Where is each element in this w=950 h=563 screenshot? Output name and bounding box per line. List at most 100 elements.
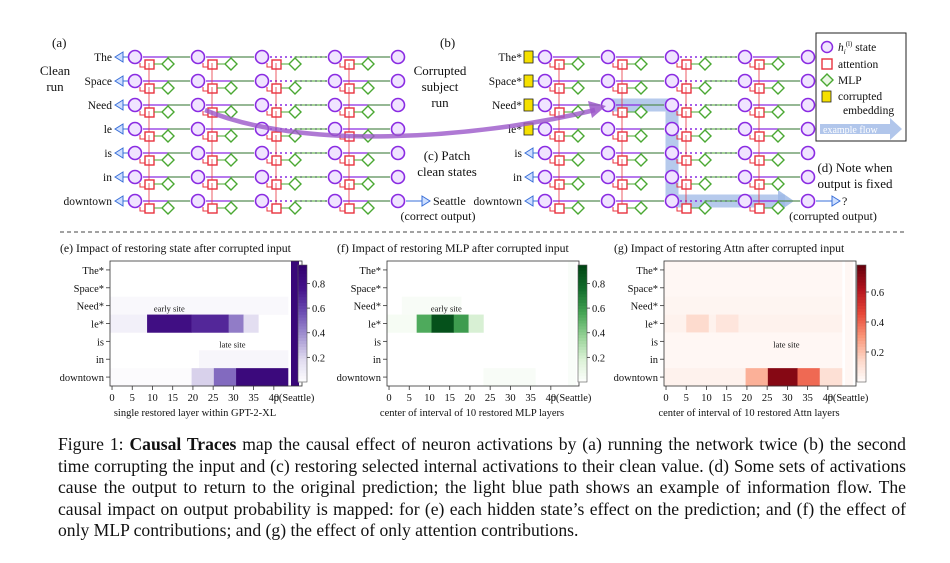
mlp-wire bbox=[167, 80, 190, 82]
mlp-wire bbox=[577, 152, 600, 154]
mlp-wire bbox=[704, 56, 737, 58]
mlp-wire bbox=[294, 56, 327, 58]
mlp-wire bbox=[367, 152, 390, 154]
attention-wire bbox=[612, 135, 618, 140]
attention-square bbox=[754, 155, 765, 166]
mlp-diamond bbox=[361, 81, 375, 95]
attention-wire bbox=[339, 159, 345, 164]
hidden-state-circle bbox=[537, 193, 553, 209]
attention-square bbox=[681, 203, 692, 214]
heatmap-cell bbox=[468, 314, 484, 333]
x-tick-label: 0 bbox=[109, 393, 114, 404]
mlp-diamond bbox=[771, 129, 785, 143]
colorbar-segment bbox=[857, 367, 866, 371]
mlp-diamond bbox=[361, 105, 375, 119]
colorbar-segment bbox=[578, 352, 587, 357]
hidden-state-circle bbox=[737, 49, 753, 65]
colorbar-segment bbox=[298, 288, 307, 292]
attention-wire bbox=[676, 183, 682, 188]
legend-mlp-icon bbox=[820, 73, 834, 87]
colorbar-segment bbox=[857, 343, 866, 348]
colorbar-tick-label: 0.4 bbox=[592, 329, 606, 340]
mlp-diamond bbox=[288, 105, 302, 119]
hidden-state-circle bbox=[537, 97, 553, 113]
colorbar-tick-label: 0.6 bbox=[871, 288, 884, 299]
colorbar-segment bbox=[857, 326, 866, 330]
heatmap-row-label: downtown bbox=[60, 373, 105, 384]
colorbar-segment bbox=[857, 355, 866, 360]
colorbar-segment bbox=[578, 311, 587, 316]
mlp-wire bbox=[577, 80, 600, 82]
heatmap-cell bbox=[191, 368, 215, 387]
colorbar-tick-label: 0.8 bbox=[312, 279, 325, 290]
attention-square bbox=[271, 131, 282, 142]
heatmap-panel: (e) Impact of restoring state after corr… bbox=[60, 241, 326, 419]
mlp-wire bbox=[704, 176, 737, 178]
colorbar-segment bbox=[857, 270, 866, 275]
patch-arrowhead bbox=[588, 101, 606, 118]
heatmap-xlabel: single restored layer within GPT-2-XL bbox=[114, 408, 276, 419]
attention-wire bbox=[749, 135, 755, 140]
panel-d-label: output is fixed bbox=[817, 176, 893, 191]
x-tick-label: 0 bbox=[663, 393, 668, 404]
heatmap-cell bbox=[745, 368, 769, 387]
attention-wire bbox=[202, 63, 208, 68]
hidden-state-circle bbox=[800, 49, 816, 65]
attention-square bbox=[554, 203, 565, 214]
heatmap-xlabel: center of interval of 10 restored MLP la… bbox=[380, 408, 564, 419]
mlp-wire bbox=[640, 80, 664, 82]
attention-square bbox=[207, 131, 218, 142]
mlp-diamond bbox=[571, 81, 585, 95]
colorbar-segment bbox=[578, 305, 587, 310]
colorbar-segment bbox=[298, 317, 307, 322]
attention-wire bbox=[612, 111, 618, 116]
hidden-state-circle bbox=[600, 73, 616, 89]
colorbar-segment bbox=[857, 341, 866, 345]
hidden-state-circle bbox=[190, 145, 206, 161]
attention-square bbox=[754, 59, 765, 70]
mlp-wire bbox=[167, 56, 190, 58]
attention-wire bbox=[266, 135, 272, 140]
mlp-diamond bbox=[361, 57, 375, 71]
mlp-diamond bbox=[698, 177, 712, 191]
colorbar-segment bbox=[298, 305, 307, 310]
mlp-diamond bbox=[771, 81, 785, 95]
hidden-state-circle bbox=[390, 145, 406, 161]
heatmap-annotation: late site bbox=[773, 339, 799, 349]
hidden-state-circle bbox=[190, 49, 206, 65]
heatmap-row-label: in bbox=[96, 355, 105, 366]
colorbar-segment bbox=[857, 285, 866, 289]
mlp-wire bbox=[230, 152, 254, 154]
token-label: in bbox=[103, 172, 112, 184]
attention-wire bbox=[339, 63, 345, 68]
mlp-wire bbox=[704, 128, 737, 130]
attention-wire bbox=[549, 207, 555, 212]
colorbar-segment bbox=[298, 285, 307, 289]
colorbar-tick-label: 0.2 bbox=[592, 353, 605, 364]
attention-square bbox=[271, 203, 282, 214]
colorbar-segment bbox=[578, 361, 587, 365]
attention-square bbox=[207, 59, 218, 70]
mlp-diamond bbox=[634, 153, 648, 167]
mlp-wire bbox=[777, 176, 800, 178]
output-prob-cell bbox=[291, 261, 299, 386]
mlp-wire bbox=[230, 128, 254, 130]
token-input-arrow bbox=[524, 195, 534, 207]
mlp-diamond bbox=[571, 153, 585, 167]
token-input-arrow bbox=[114, 75, 124, 87]
token-input-arrow bbox=[114, 51, 124, 63]
mlp-wire bbox=[640, 128, 664, 130]
colorbar-segment bbox=[578, 267, 587, 272]
x-tick-label-seattle: p(Seattle) bbox=[551, 393, 592, 404]
hidden-state-circle bbox=[800, 97, 816, 113]
attention-square bbox=[271, 107, 282, 118]
hidden-state-circle bbox=[664, 97, 680, 113]
attention-wire bbox=[676, 159, 682, 164]
colorbar-segment bbox=[857, 303, 866, 307]
x-tick-label: 30 bbox=[228, 393, 239, 404]
attention-wire bbox=[266, 111, 272, 116]
heatmap-xlabel: center of interval of 10 restored Attn l… bbox=[658, 408, 839, 419]
hidden-state-circle bbox=[537, 73, 553, 89]
mlp-diamond bbox=[224, 153, 238, 167]
